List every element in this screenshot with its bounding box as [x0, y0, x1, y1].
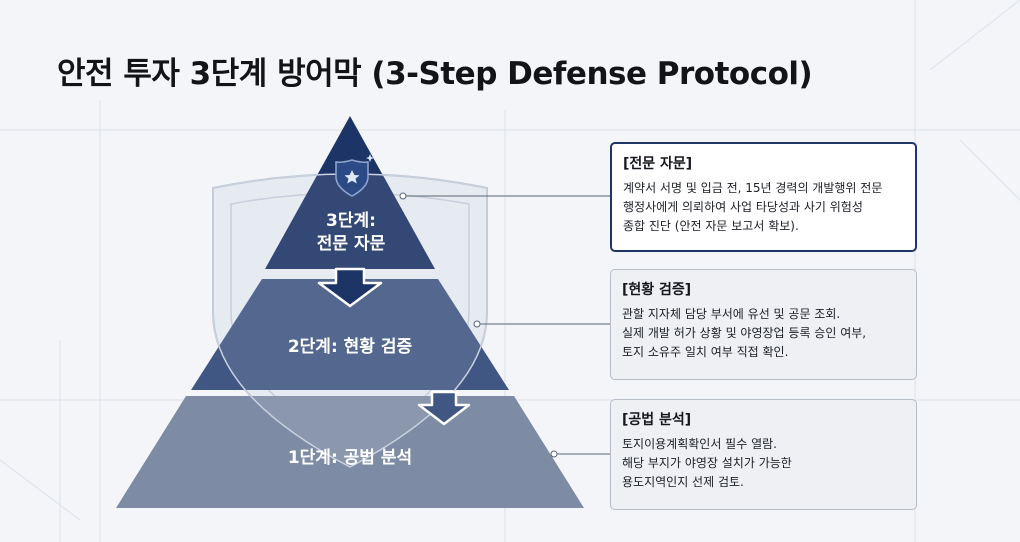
- box-title: [공법 분석]: [622, 412, 692, 428]
- box-public-law-analysis: [공법 분석] 토지이용계획확인서 필수 열람. 해당 부지가 야영장 설치가 …: [610, 399, 917, 510]
- box-line: 행정사에게 의뢰하여 사업 타당성과 사기 위험성: [623, 200, 863, 214]
- box-line: 토지 소유주 일치 여부 직접 확인.: [622, 345, 789, 359]
- box-title: [전문 자문]: [623, 156, 693, 172]
- arrow-down-3-to-2: [317, 267, 383, 308]
- box-line: 용도지역인지 선제 검토.: [622, 475, 744, 489]
- box-line: 종합 진단 (안전 자문 보고서 확보).: [623, 219, 799, 233]
- tier-1-shape: [116, 396, 584, 508]
- tier-2-shape: [191, 279, 509, 390]
- box-expert-advice: [전문 자문] 계약서 서명 및 입금 전, 15년 경력의 개발행위 전문 행…: [610, 142, 917, 252]
- box-line: 관할 지자체 담당 부서에 유선 및 공문 조회.: [622, 307, 841, 321]
- tier-3-label-line-2: 전문 자문: [316, 234, 386, 254]
- box-line: 토지이용계획확인서 필수 열람.: [622, 437, 777, 451]
- shield-star-icon: [335, 154, 374, 197]
- tier-3-label-line-1: 3단계:: [326, 211, 376, 231]
- box-status-verification: [현황 검증] 관할 지자체 담당 부서에 유선 및 공문 조회. 실제 개발 …: [610, 269, 917, 380]
- box-line: 해당 부지가 야영장 설치가 가능한: [622, 456, 792, 470]
- box-title: [현황 검증]: [622, 282, 692, 298]
- arrow-down-2-to-1: [417, 390, 471, 426]
- tier-1-label: 1단계: 공법 분석: [287, 448, 413, 468]
- page-title: 안전 투자 3단계 방어막 (3-Step Defense Protocol): [57, 56, 813, 92]
- box-line: 실제 개발 허가 상황 및 야영장업 등록 승인 여부,: [622, 326, 867, 340]
- tier-2-label: 2단계: 현황 검증: [287, 337, 413, 357]
- box-line: 계약서 서명 및 입금 전, 15년 경력의 개발행위 전문: [623, 181, 883, 195]
